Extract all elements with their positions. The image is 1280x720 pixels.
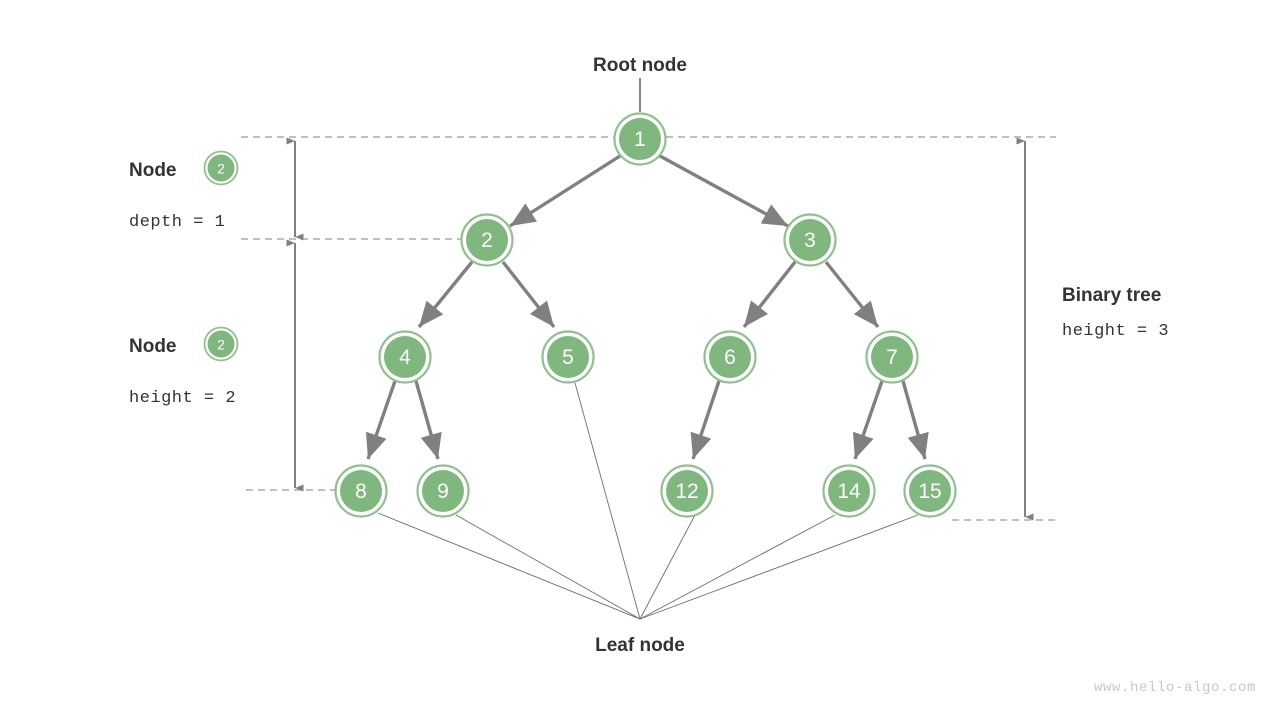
edge-4-8 — [365, 380, 397, 460]
annotation-detail: height = 3 — [1062, 322, 1169, 341]
node-ring — [903, 464, 957, 518]
node-ring — [334, 464, 388, 518]
node-ring — [416, 464, 470, 518]
edge-3-6 — [742, 260, 797, 329]
leader-line-from-14 — [639, 514, 836, 620]
tree-node-12[interactable]: 12 — [660, 464, 714, 518]
tree-node-15[interactable]: 15 — [903, 464, 957, 518]
edge-3-7 — [824, 260, 880, 329]
annotation-node-height: Node 2 height = 2 — [129, 326, 239, 408]
node-ring — [541, 330, 595, 384]
node-circle — [384, 336, 426, 378]
edge-2-5 — [501, 260, 556, 329]
tree-node-5[interactable]: 5 — [541, 330, 595, 384]
leaf-node-label: Leaf node — [595, 635, 685, 656]
tree-node-9[interactable]: 9 — [416, 464, 470, 518]
root-node-label: Root node — [593, 55, 687, 76]
node-circle — [871, 336, 913, 378]
edge-7-14 — [852, 380, 884, 460]
node-circle — [207, 330, 235, 358]
node-circle — [666, 470, 708, 512]
node-ring — [865, 330, 919, 384]
leaf-node-leader-lines — [377, 382, 919, 620]
tree-nodes: 1 2 3 4 5 — [334, 112, 957, 518]
annotation-detail: depth = 1 — [129, 213, 225, 232]
node-ring — [613, 112, 667, 166]
node-circle — [789, 219, 831, 261]
edge-6-12 — [690, 380, 721, 460]
tree-node-6[interactable]: 6 — [703, 330, 757, 384]
node-value: 1 — [634, 128, 646, 151]
edge-2-4 — [417, 260, 474, 329]
node-ring — [660, 464, 714, 518]
node-ring — [378, 330, 432, 384]
annotation-heading: Binary tree — [1062, 285, 1161, 306]
level-reference-lines — [241, 136, 1056, 521]
node-circle — [828, 470, 870, 512]
annotation-detail: height = 2 — [129, 389, 236, 408]
node-value: 2 — [217, 337, 225, 353]
tree-node-1[interactable]: 1 — [613, 112, 667, 166]
node-circle — [466, 219, 508, 261]
annotation-node-badge: 2 — [203, 326, 239, 362]
node-value: 7 — [886, 346, 898, 369]
node-ring — [203, 150, 239, 186]
tree-node-3[interactable]: 3 — [783, 213, 837, 267]
node-value: 9 — [437, 480, 449, 503]
tree-edges — [365, 154, 929, 460]
node-value: 8 — [355, 480, 367, 503]
edge-1-3 — [659, 154, 789, 228]
node-circle — [340, 470, 382, 512]
node-ring — [822, 464, 876, 518]
tree-node-8[interactable]: 8 — [334, 464, 388, 518]
leader-line-from-12 — [639, 514, 696, 620]
node-circle — [909, 470, 951, 512]
tree-node-7[interactable]: 7 — [865, 330, 919, 384]
tree-node-14[interactable]: 14 — [822, 464, 876, 518]
node-value: 4 — [399, 346, 411, 369]
node-value: 15 — [918, 480, 941, 503]
node-circle — [547, 336, 589, 378]
edge-4-9 — [414, 380, 442, 460]
tree-node-2[interactable]: 2 — [460, 213, 514, 267]
node-circle — [619, 118, 661, 160]
leader-line-from-5 — [574, 382, 641, 620]
annotation-tree-height: Binary tree height = 3 — [1062, 285, 1169, 341]
edge-7-15 — [901, 380, 929, 460]
leader-line-from-15 — [639, 514, 919, 620]
annotation-node-badge: 2 — [203, 150, 239, 186]
annotation-heading: Node — [129, 336, 177, 357]
node-ring — [460, 213, 514, 267]
node-circle — [422, 470, 464, 512]
node-circle — [709, 336, 751, 378]
dimension-arrows — [286, 137, 1034, 521]
leader-line-from-8 — [377, 512, 641, 620]
tree-node-4[interactable]: 4 — [378, 330, 432, 384]
leader-line-from-9 — [455, 514, 641, 620]
node-ring — [203, 326, 239, 362]
node-value: 2 — [217, 161, 225, 177]
annotation-heading: Node — [129, 160, 177, 181]
node-ring — [703, 330, 757, 384]
node-value: 5 — [562, 346, 574, 369]
edge-1-2 — [509, 154, 621, 228]
node-ring — [783, 213, 837, 267]
watermark-text: www.hello-algo.com — [1094, 680, 1256, 696]
node-value: 14 — [837, 480, 861, 503]
node-value: 2 — [481, 229, 493, 252]
annotation-node-depth: Node 2 depth = 1 — [129, 150, 239, 232]
node-circle — [207, 154, 235, 182]
node-value: 6 — [724, 346, 736, 369]
node-value: 12 — [675, 480, 698, 503]
node-value: 3 — [804, 229, 816, 252]
